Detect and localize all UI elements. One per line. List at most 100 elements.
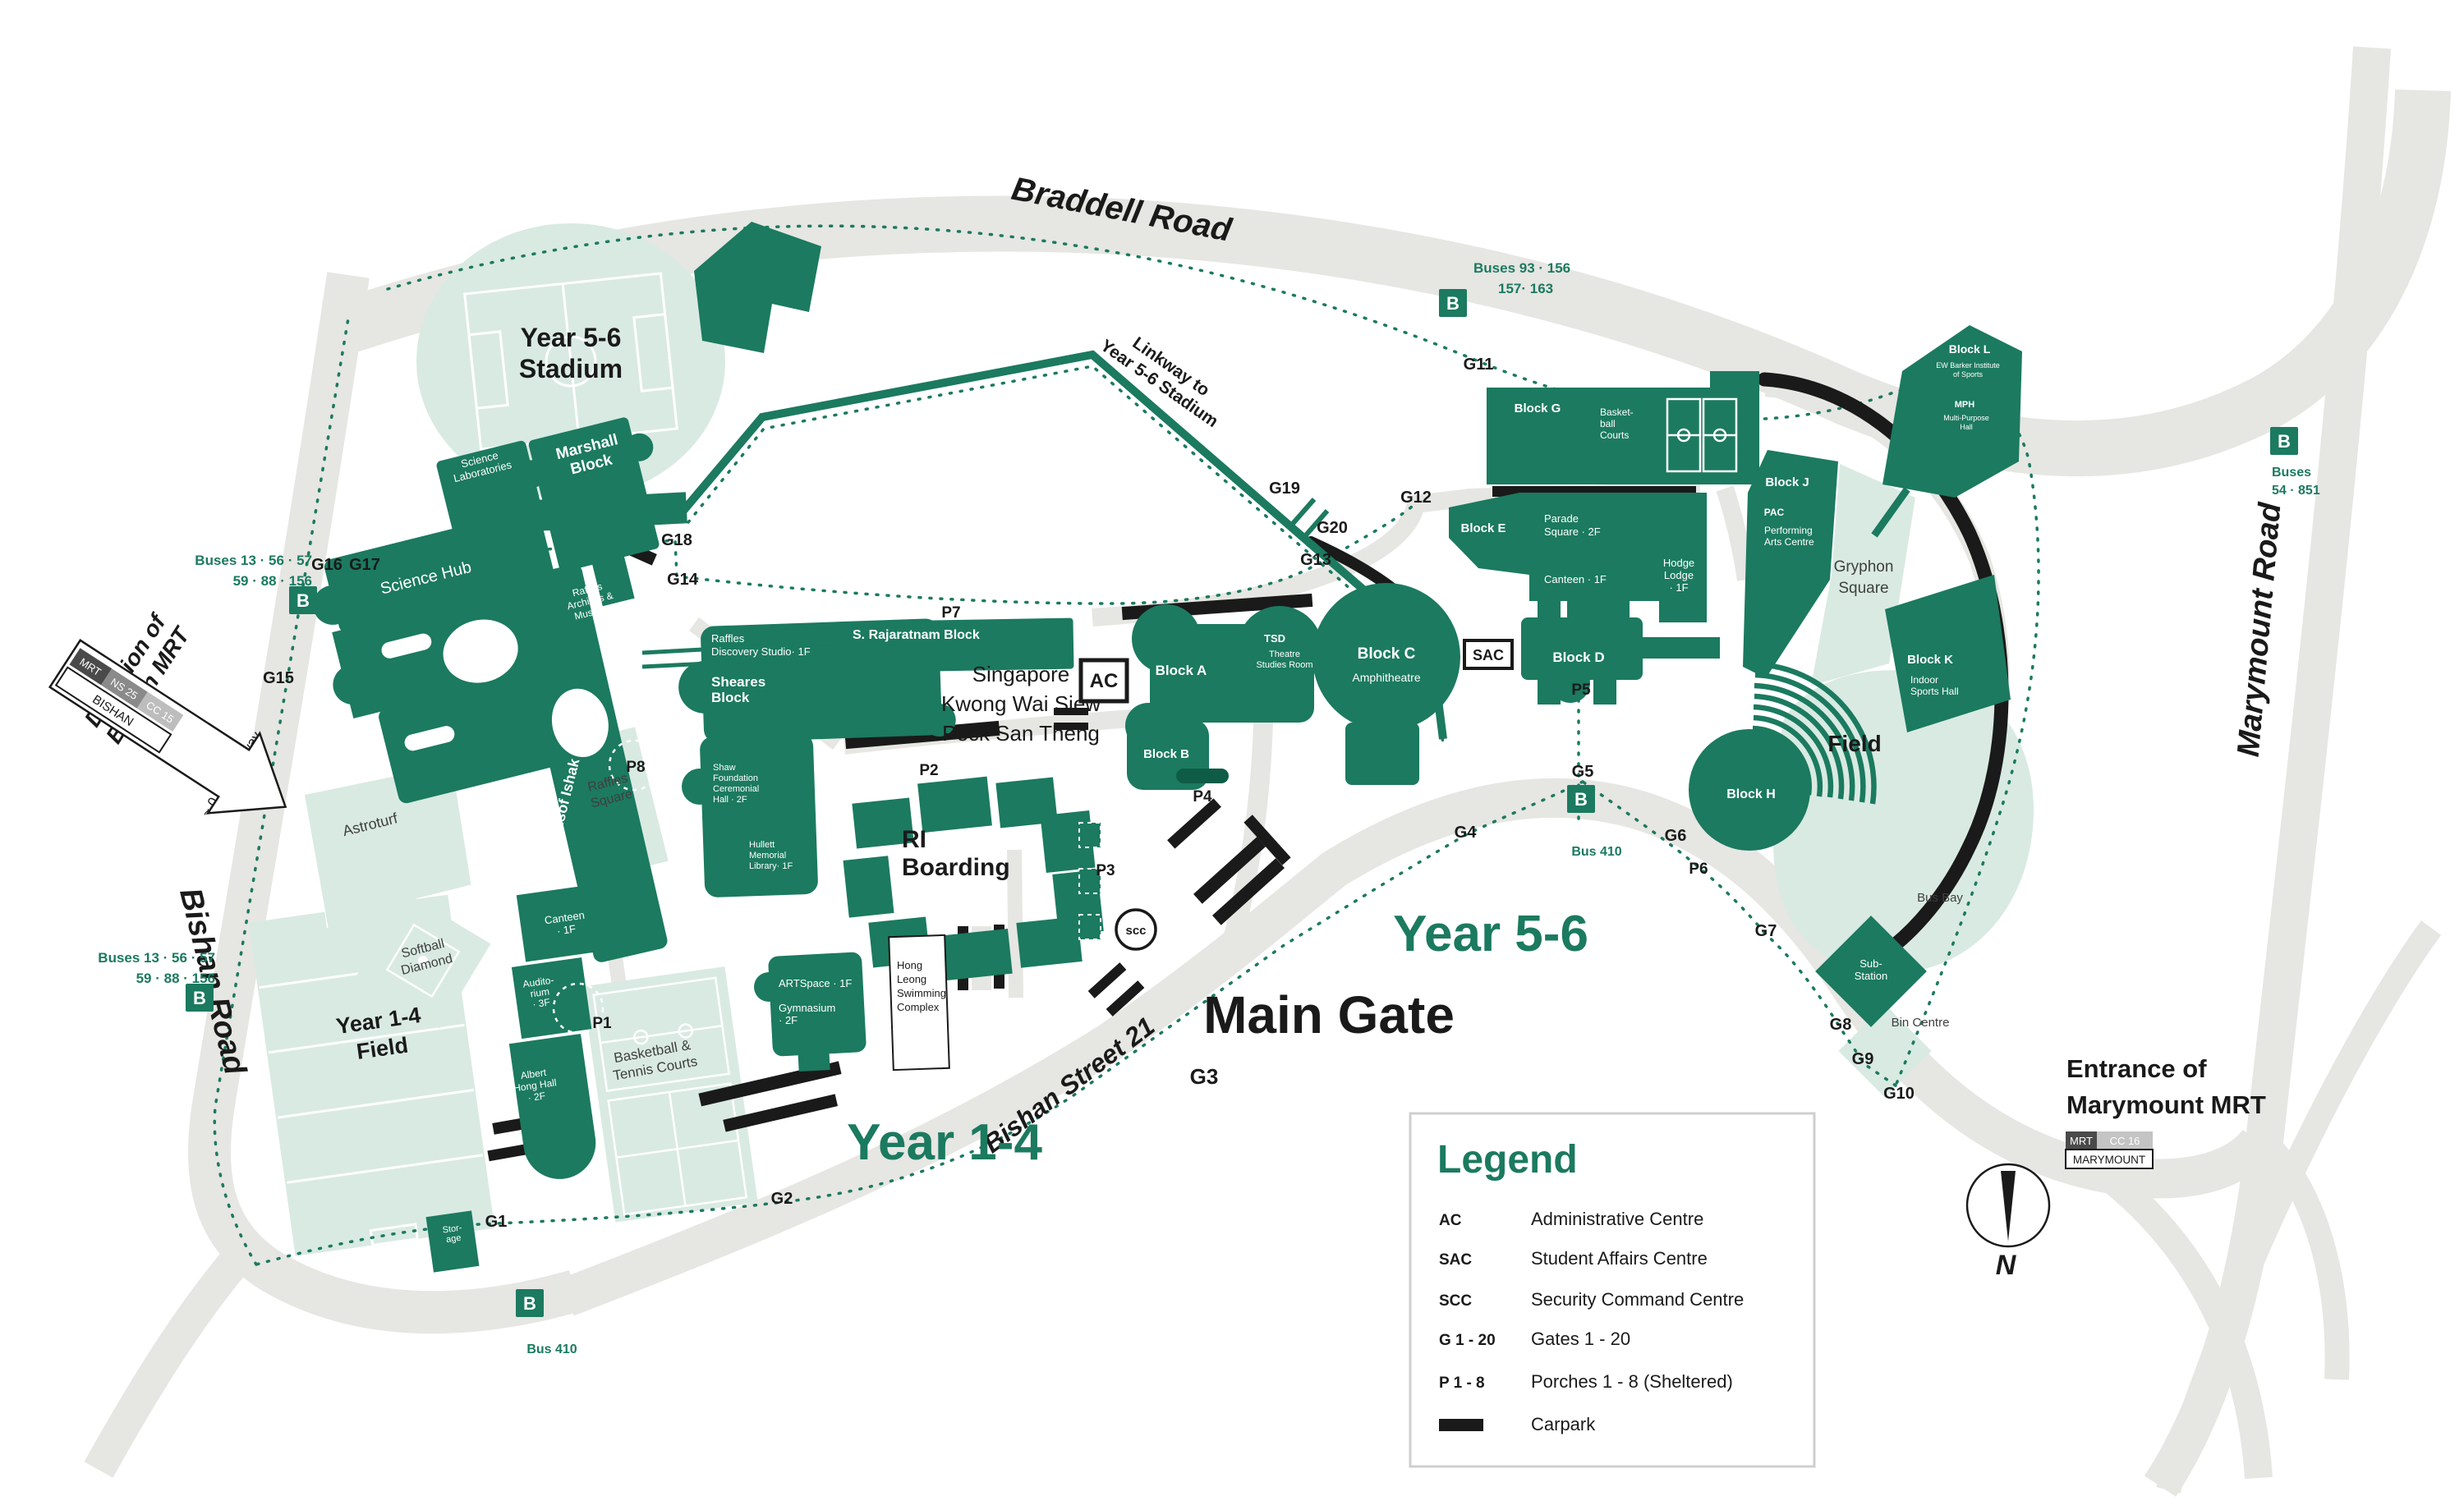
albert-hong-hall-label: AlbertHong Hall· 2F: [511, 1065, 559, 1105]
road-junction-1: [2094, 1161, 2273, 1480]
marymount-mrt-name: MARYMOUNT: [2073, 1154, 2145, 1166]
linkway-tick-2: [1302, 509, 1330, 539]
block-b: [1125, 703, 1229, 790]
legend-carpark-swatch: [1439, 1419, 1483, 1431]
main-gate-label: Main Gate: [1203, 985, 1455, 1044]
block-c-label: Block C: [1358, 645, 1416, 663]
gate-g4: G4: [1455, 824, 1478, 842]
boundary-north-east: [386, 224, 2040, 1087]
marshall-block: [517, 417, 660, 607]
buildings: [313, 222, 2022, 1273]
porch-dashes: [552, 739, 660, 1035]
block-k-label: Block K: [1907, 653, 1953, 667]
block-j: [1743, 450, 1838, 678]
bus-bay-label: Bus Bay: [1917, 891, 1963, 905]
link-bridge-2: [641, 654, 840, 669]
gate-g12: G12: [1400, 489, 1432, 507]
porch-p8: P8: [626, 759, 645, 776]
road-scc: [1007, 849, 1023, 998]
field-label: Field: [1827, 731, 1881, 756]
gate-g2: G2: [771, 1190, 793, 1208]
compass: N: [1965, 1163, 2051, 1281]
legend-desc-5: Carpark: [1531, 1414, 1596, 1434]
bus-badge-braddell: B: [1439, 289, 1467, 317]
compass-needle-icon: [2001, 1171, 2016, 1242]
legend-desc-3: Gates 1 - 20: [1531, 1329, 1630, 1349]
legend-desc-2: Security Command Centre: [1531, 1289, 1744, 1310]
s-rajaratnam-label: S. Rajaratnam Block: [853, 628, 980, 642]
sac-box-label: SAC: [1473, 647, 1504, 663]
porch-p6: P6: [1689, 861, 1708, 878]
scc-circle: scc: [1115, 908, 1157, 951]
year-1-4-label: Year 1-4: [847, 1114, 1042, 1171]
bus-badge-g5: B: [1567, 785, 1595, 813]
storage-block: [425, 1210, 480, 1273]
porch-p4: P4: [1193, 788, 1212, 805]
boundary-southeast: [1581, 780, 1897, 1087]
legend-desc-1: Student Affairs Centre: [1531, 1248, 1708, 1269]
tsd-label: TSD: [1264, 632, 1285, 645]
basketball-tennis-courts-shape: [582, 966, 758, 1223]
sac-box: SAC: [1463, 639, 1514, 670]
block-j-label: Block J: [1765, 475, 1809, 489]
canteen-east-label: Canteen · 1F: [1544, 573, 1607, 585]
bus-badge-bishan-top-letter: B: [297, 590, 310, 611]
legend-key-4: P 1 - 8: [1439, 1375, 1485, 1392]
gate-g15: G15: [263, 669, 294, 687]
road-courts-gap: [1716, 485, 1755, 581]
field-shape: [1772, 670, 2034, 974]
gate-g18: G18: [661, 531, 692, 549]
shaw-hullett: [682, 733, 818, 897]
carpark-bar-3: [1054, 723, 1088, 730]
gate-g6: G6: [1665, 827, 1687, 845]
block-l-link: [1871, 487, 1910, 538]
boundary-west: [213, 312, 351, 1266]
porch-p3: P3: [1096, 862, 1115, 879]
block-b-dark-bar: [1176, 769, 1229, 783]
gate-g19: G19: [1269, 480, 1300, 498]
gate-g17: G17: [349, 556, 380, 574]
gate-g14: G14: [667, 571, 699, 589]
canteen-strip: [508, 885, 596, 1179]
ac-box: AC: [1078, 658, 1129, 704]
road-junction-2: [2156, 920, 2442, 1494]
buses-braddell-label-2: 157· 163: [1498, 281, 1553, 296]
block-h-label: Block H: [1726, 787, 1776, 801]
carpark-bar-11: [1087, 962, 1127, 998]
gate-g9: G9: [1852, 1050, 1874, 1068]
sub-station: [1815, 916, 1927, 1027]
carpark-bar-16: [723, 1094, 839, 1132]
legend-box: [1409, 1112, 1816, 1468]
gate-g1: G1: [485, 1213, 508, 1231]
artspace-gymnasium: [754, 952, 867, 1072]
scc-circle-label: scc: [1125, 924, 1146, 938]
block-a: [1132, 604, 1322, 723]
carpark-bar-12: [1106, 980, 1145, 1017]
block-g: [1487, 371, 1759, 484]
porch-p2: P2: [919, 762, 938, 779]
buses-marymount-label-2: 54 · 851: [2272, 484, 2320, 498]
linkway-tick-1: [1289, 498, 1317, 527]
block-l: [1882, 325, 2022, 498]
bus-badge-g1-letter: B: [523, 1293, 536, 1314]
hong-leong-swimming-complex: [888, 934, 950, 1072]
gate-g10: G10: [1883, 1085, 1915, 1103]
legend-key-3: G 1 - 20: [1439, 1332, 1496, 1349]
road-bishan-street-21: [559, 778, 2275, 1316]
bishan-mrt-badge: MRT NS 25 CC 15 BISHAN: [54, 648, 184, 754]
